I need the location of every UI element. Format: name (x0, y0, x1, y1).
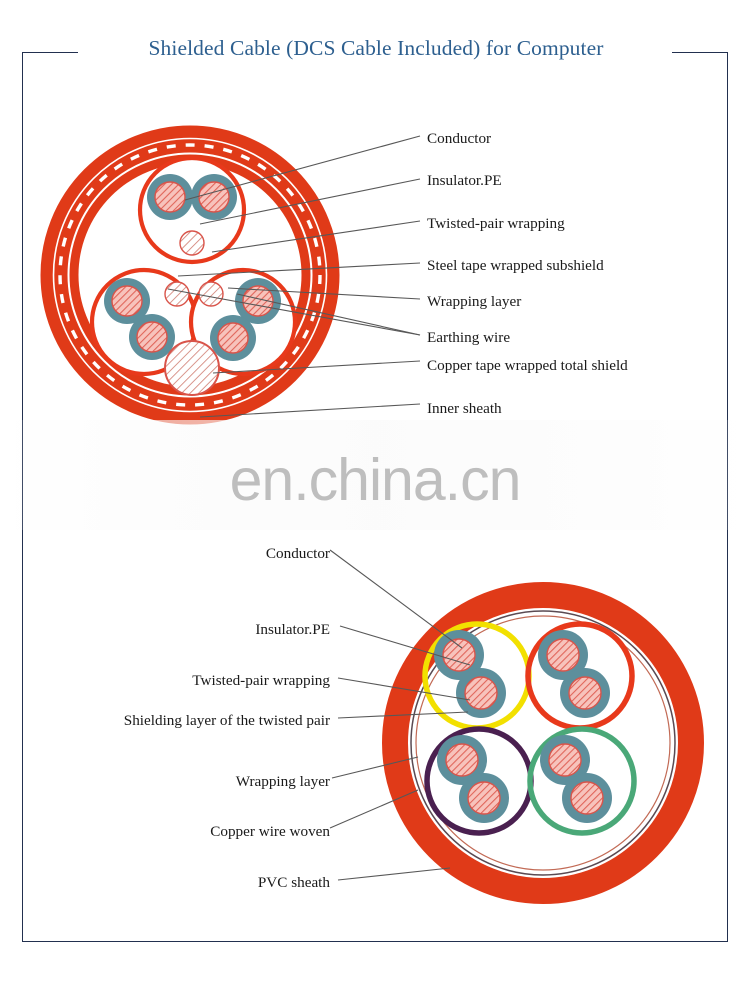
conductor-left-b (136, 321, 168, 353)
lower-label-shielding-layer-pair: Shielding layer of the twisted pair (123, 712, 330, 729)
conductor-left-a (111, 285, 143, 317)
watermark-band (0, 420, 750, 530)
lower-label-pvc-sheath: PVC sheath (257, 874, 330, 891)
pair-shield-bottom-right (527, 726, 637, 836)
conductor-bl-b (467, 781, 501, 815)
conductor-right-b (217, 322, 249, 354)
conductor-br-b (570, 781, 604, 815)
upper-label-twisted-pair-wrapping: Twisted-pair wrapping (427, 215, 565, 232)
frame-border-bottom (22, 941, 728, 943)
conductor-tr-a (546, 638, 580, 672)
lower-cable-cross-section (382, 582, 704, 904)
upper-cable-cross-section (40, 125, 340, 425)
pvc-sheath-ring (382, 582, 704, 904)
conductor-top-b (198, 181, 230, 213)
pair-top-right (525, 621, 635, 731)
lower-label-insulator-pe: Insulator.PE (255, 621, 330, 638)
upper-label-insulator-pe: Insulator.PE (427, 172, 502, 189)
wrapping-layer-ring (415, 615, 671, 871)
conductor-right-a (242, 285, 274, 317)
upper-label-inner-sheath: Inner sheath (427, 400, 502, 417)
frame-border-top-right (672, 52, 728, 54)
pair-bottom-right (527, 726, 637, 836)
watermark-text: en.china.cn (229, 447, 522, 513)
frame-border-top-left (22, 52, 78, 54)
pair-top-left (422, 621, 532, 731)
conductor-tl-b (464, 676, 498, 710)
conductor-bl-a (445, 743, 479, 777)
conductor-top-a (154, 181, 186, 213)
upper-label-earthing-wire: Earthing wire (427, 329, 511, 346)
filler-rod (164, 340, 220, 396)
lower-label-wrapping-layer: Wrapping layer (235, 773, 330, 790)
upper-label-conductor: Conductor (427, 130, 492, 147)
earthing-wire-top (179, 230, 205, 256)
earthing-wire-right (198, 281, 224, 307)
copper-wire-woven-ring (410, 610, 676, 876)
upper-label-steel-tape-subshield: Steel tape wrapped subshield (427, 257, 604, 274)
upper-label-wrapping-layer: Wrapping layer (427, 293, 522, 310)
lower-label-conductor: Conductor (265, 545, 330, 562)
twisted-pair-group-top (137, 155, 247, 265)
pair-bottom-left (424, 726, 534, 836)
earthing-wire-left (164, 281, 190, 307)
conductor-tl-a (442, 638, 476, 672)
upper-label-copper-tape-shield: Copper tape wrapped total shield (427, 357, 628, 374)
conductor-tr-b (568, 676, 602, 710)
lower-label-copper-wire-woven: Copper wire woven (210, 823, 330, 840)
page-title: Shielded Cable (DCS Cable Included) for … (148, 36, 604, 60)
lower-label-twisted-pair-wrapping: Twisted-pair wrapping (192, 672, 330, 689)
conductor-br-a (548, 743, 582, 777)
